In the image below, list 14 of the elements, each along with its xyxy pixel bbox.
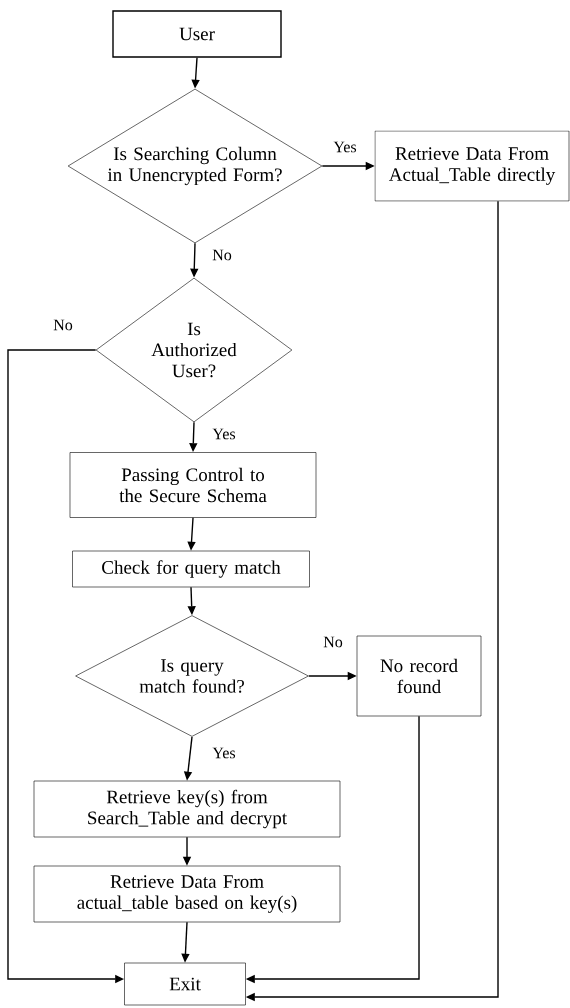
edge-label: Yes [211,427,237,441]
process-box: No record found [356,635,482,717]
edge-label: Yes [332,140,358,154]
process-box: Retrieve key(s) from Search_Table and decrypt [33,780,341,838]
edge-label: No [322,635,344,649]
edge-label: No [211,248,233,262]
process-box: User [112,10,282,58]
process-box: Exit [124,962,246,1006]
edge-label: Yes [211,746,237,760]
process-box: Passing Control to the Secure Schema [69,452,317,518]
process-box: Retrieve Data From Actual_Table directly [374,130,570,202]
process-box: Retrieve Data From actual_table based on key(s) [33,865,341,923]
process-box: Check for query match [72,550,310,588]
edge-label: No [52,318,74,332]
